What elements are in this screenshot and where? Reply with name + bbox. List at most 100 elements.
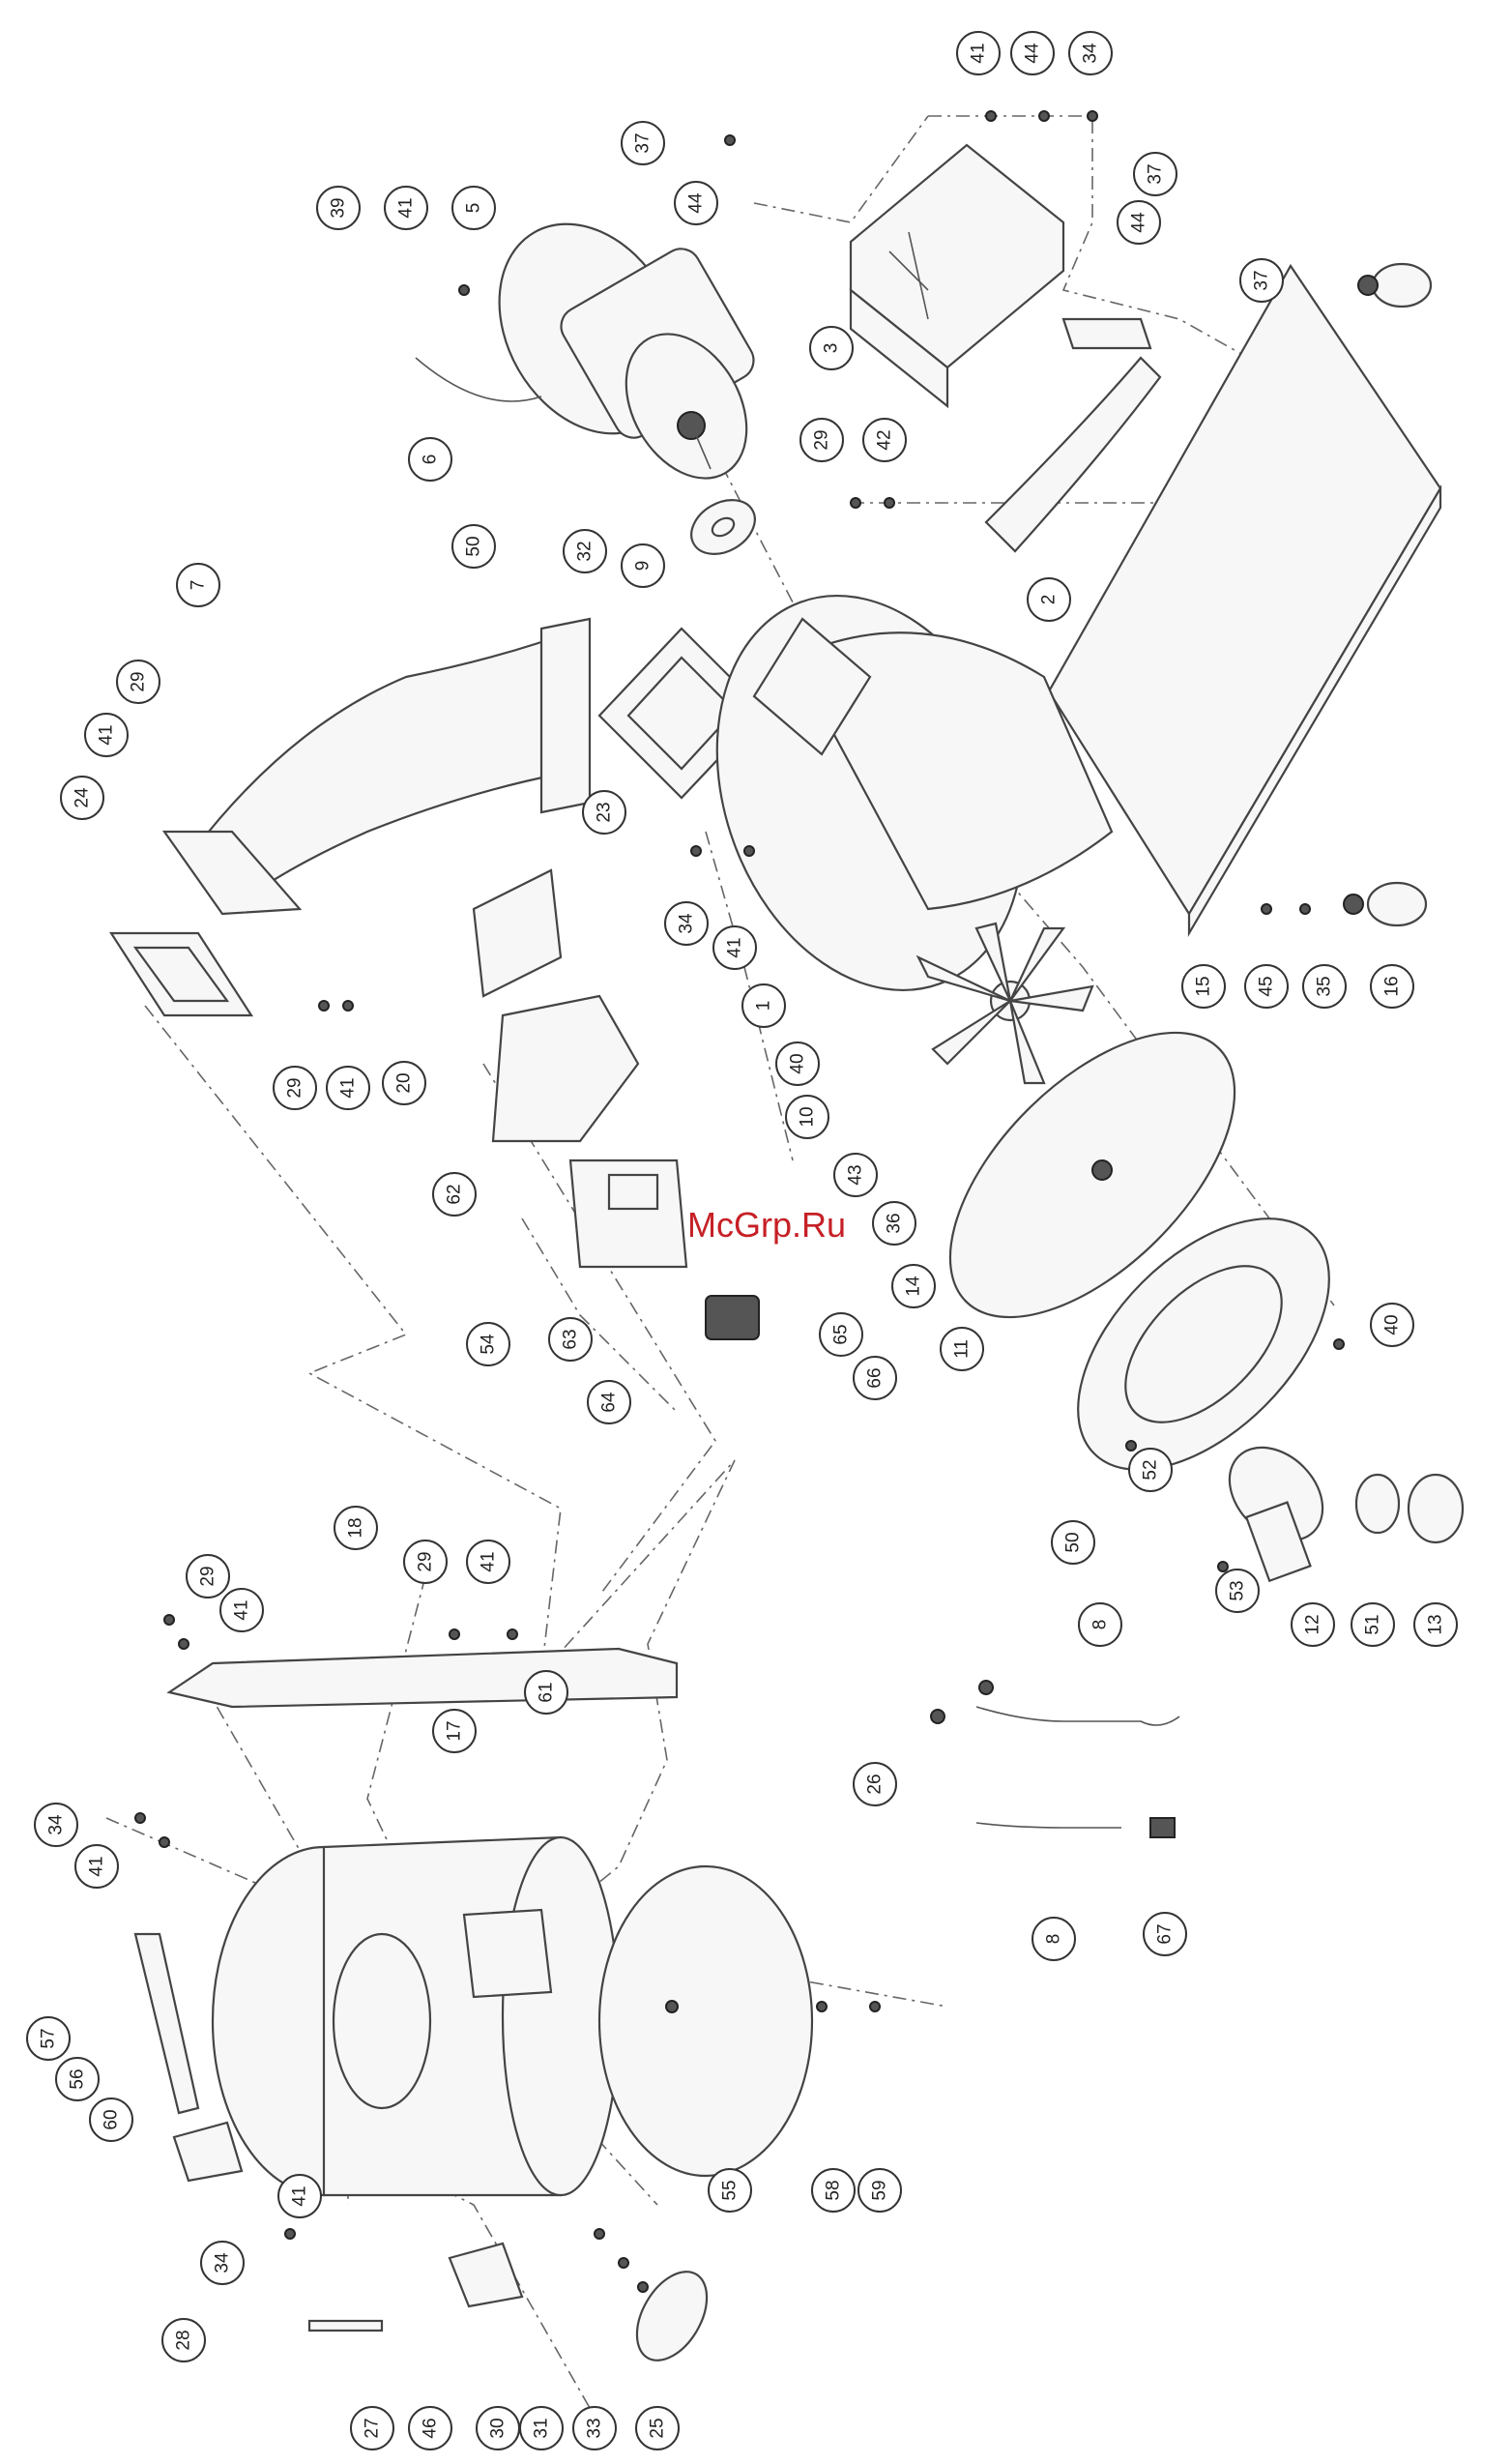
callout-67: 67 xyxy=(1144,1913,1186,1955)
dial-part xyxy=(623,2260,721,2373)
callout-number: 66 xyxy=(865,1367,886,1388)
callout-34: 34 xyxy=(201,2242,244,2284)
callout-number: 32 xyxy=(575,541,596,561)
callout-2: 2 xyxy=(1028,578,1070,621)
callout-number: 29 xyxy=(198,1566,218,1586)
cord-part xyxy=(976,1707,1179,1828)
callout-number: 44 xyxy=(1023,43,1043,64)
callout-41: 41 xyxy=(75,1845,118,1888)
callout-29: 29 xyxy=(404,1540,447,1583)
callout-64: 64 xyxy=(588,1381,630,1423)
callout-number: 41 xyxy=(290,2185,310,2206)
callout-number: 55 xyxy=(720,2180,741,2200)
callout-52: 52 xyxy=(1129,1449,1172,1491)
callout-number: 44 xyxy=(1129,212,1149,233)
callout-7: 7 xyxy=(177,564,219,606)
callout-50: 50 xyxy=(1052,1521,1094,1564)
disc-part xyxy=(599,1866,812,2176)
callout-number: 61 xyxy=(537,1682,557,1702)
callout-41: 41 xyxy=(713,926,756,969)
callout-number: 10 xyxy=(798,1106,818,1127)
callout-number: 33 xyxy=(585,2418,605,2438)
callout-number: 11 xyxy=(952,1339,973,1359)
callout-number: 1 xyxy=(754,1001,774,1012)
callout-number: 40 xyxy=(1382,1314,1403,1335)
callout-41: 41 xyxy=(220,1589,263,1631)
callout-40: 40 xyxy=(776,1042,819,1085)
callout-number: 29 xyxy=(416,1551,436,1571)
support-bar-part xyxy=(169,1649,677,1707)
callout-59: 59 xyxy=(858,2169,901,2212)
callout-18: 18 xyxy=(334,1507,377,1549)
callout-41: 41 xyxy=(327,1067,369,1109)
callout-11: 11 xyxy=(941,1328,983,1370)
callout-56: 56 xyxy=(56,2058,99,2100)
callout-number: 5 xyxy=(464,203,484,214)
callout-number: 15 xyxy=(1194,976,1214,996)
callout-46: 46 xyxy=(409,2407,451,2449)
callout-number: 29 xyxy=(285,1077,305,1098)
caster-part xyxy=(1344,883,1426,925)
callout-number: 2 xyxy=(1039,595,1060,605)
callout-number: 9 xyxy=(633,561,654,572)
callout-number: 54 xyxy=(479,1334,499,1355)
callout-number: 13 xyxy=(1426,1614,1446,1634)
callout-number: 27 xyxy=(363,2418,383,2438)
callout-number: 42 xyxy=(875,429,895,450)
plug-part xyxy=(1150,1818,1175,1837)
callout-number: 41 xyxy=(725,937,745,957)
callout-29: 29 xyxy=(274,1067,316,1109)
callout-number: 41 xyxy=(969,43,989,63)
callout-41: 41 xyxy=(957,32,1000,74)
callout-number: 40 xyxy=(788,1053,808,1073)
callout-44: 44 xyxy=(1011,32,1054,74)
callout-number: 37 xyxy=(1252,270,1272,290)
callout-number: 63 xyxy=(561,1329,581,1349)
callout-number: 29 xyxy=(812,429,832,450)
callout-number: 34 xyxy=(213,2252,233,2273)
callout-number: 57 xyxy=(39,2028,59,2048)
callout-number: 28 xyxy=(174,2330,194,2350)
callout-number: 34 xyxy=(46,1814,67,1835)
callout-number: 36 xyxy=(885,1213,905,1233)
callout-36: 36 xyxy=(873,1202,915,1245)
callout-27: 27 xyxy=(351,2407,393,2449)
callout-10: 10 xyxy=(786,1096,828,1138)
callout-number: 44 xyxy=(686,192,707,214)
switch-part xyxy=(706,1296,759,1339)
callout-number: 35 xyxy=(1315,976,1335,996)
callout-41: 41 xyxy=(278,2175,321,2217)
callout-number: 50 xyxy=(1063,1532,1084,1552)
callout-58: 58 xyxy=(812,2169,855,2212)
callout-40: 40 xyxy=(1371,1304,1413,1346)
callout-number: 50 xyxy=(464,536,484,556)
callout-number: 41 xyxy=(396,197,417,218)
callout-50: 50 xyxy=(452,525,495,568)
callout-3: 3 xyxy=(810,327,853,369)
callout-37: 37 xyxy=(1240,259,1283,302)
callout-number: 31 xyxy=(532,2418,552,2438)
callout-54: 54 xyxy=(467,1323,509,1365)
callout-60: 60 xyxy=(90,2098,132,2141)
duct-part xyxy=(164,619,590,914)
electrical-box-part xyxy=(493,996,638,1141)
callout-number: 20 xyxy=(394,1072,415,1093)
callout-number: 60 xyxy=(102,2109,122,2129)
callout-29: 29 xyxy=(800,419,843,461)
callout-number: 45 xyxy=(1257,976,1277,996)
drum-part xyxy=(213,1837,619,2195)
bracket-part xyxy=(986,319,1160,551)
callout-15: 15 xyxy=(1182,965,1225,1008)
callout-65: 65 xyxy=(820,1313,862,1356)
plate-part xyxy=(309,2321,382,2331)
callout-13: 13 xyxy=(1414,1603,1457,1646)
washer-part xyxy=(682,489,765,565)
callout-62: 62 xyxy=(433,1173,476,1216)
callout-number: 23 xyxy=(595,802,615,822)
callout-number: 18 xyxy=(346,1517,366,1538)
callout-8: 8 xyxy=(1032,1918,1075,1960)
callout-number: 3 xyxy=(822,343,842,354)
callout-12: 12 xyxy=(1292,1603,1334,1646)
callout-number: 26 xyxy=(865,1774,886,1794)
